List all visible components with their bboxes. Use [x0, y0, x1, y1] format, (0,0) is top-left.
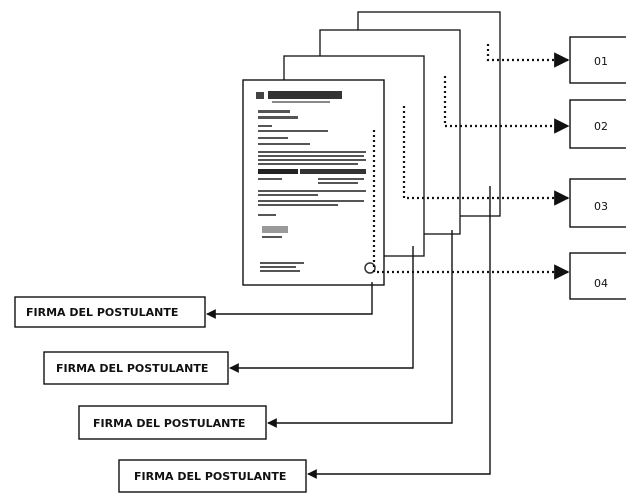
signature-box-3: FIRMA DEL POSTULANTE	[78, 405, 267, 440]
sheet-stack	[242, 11, 501, 286]
page-number-box-01: 01	[569, 36, 626, 84]
page-number-03: 03	[594, 200, 608, 213]
signature-label-1: FIRMA DEL POSTULANTE	[26, 306, 178, 319]
page-number-box-04: 04	[569, 252, 626, 300]
document-thumbnail	[256, 91, 376, 274]
page-number-02: 02	[594, 120, 608, 133]
connector-03	[402, 106, 570, 206]
signature-connector-3	[267, 230, 453, 428]
connector-04	[372, 130, 570, 280]
sheet-1	[242, 79, 385, 286]
page-number-04: 04	[594, 277, 608, 290]
signature-label-4: FIRMA DEL POSTULANTE	[134, 470, 286, 483]
signature-box-2: FIRMA DEL POSTULANTE	[43, 351, 229, 385]
page-number-boxes: 01 02 03 04	[569, 36, 626, 300]
page-number-connectors	[372, 44, 570, 280]
signature-connectors	[206, 186, 491, 479]
signature-boxes: FIRMA DEL POSTULANTE FIRMA DEL POSTULANT…	[14, 296, 307, 493]
connector-01	[486, 44, 570, 68]
page-number-box-03: 03	[569, 178, 626, 228]
signature-box-4: FIRMA DEL POSTULANTE	[118, 459, 307, 493]
signature-label-2: FIRMA DEL POSTULANTE	[56, 362, 208, 375]
signature-connector-1	[206, 282, 373, 319]
page-number-box-02: 02	[569, 99, 626, 149]
signature-box-1: FIRMA DEL POSTULANTE	[14, 296, 206, 328]
signature-connector-2	[229, 246, 414, 373]
connector-02	[443, 76, 570, 134]
signature-connector-4	[307, 186, 491, 479]
page-number-01: 01	[594, 55, 608, 68]
signature-label-3: FIRMA DEL POSTULANTE	[93, 417, 245, 430]
